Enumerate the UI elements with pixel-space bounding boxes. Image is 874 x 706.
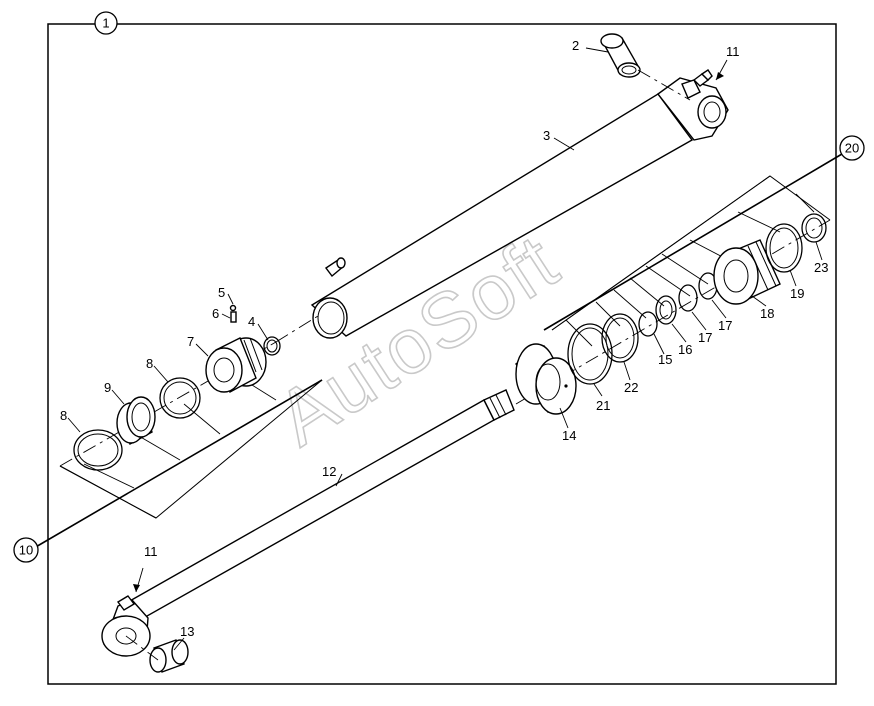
label-17a[interactable]: 17: [698, 330, 712, 345]
label-22[interactable]: 22: [624, 380, 638, 395]
label-11-bottom[interactable]: 11: [144, 544, 158, 559]
label-21[interactable]: 21: [596, 398, 610, 413]
label-16[interactable]: 16: [678, 342, 692, 357]
label-12[interactable]: 12: [322, 464, 336, 479]
seal-ring-outer[interactable]: [73, 429, 123, 471]
callout-20[interactable]: 20: [839, 135, 865, 161]
label-8-inner[interactable]: 8: [146, 356, 153, 371]
label-7[interactable]: 7: [187, 334, 194, 349]
label-9[interactable]: 9: [104, 380, 111, 395]
grease-nipple-bottom[interactable]: [116, 595, 136, 611]
seal-23[interactable]: [801, 213, 827, 243]
seal-ring-inner[interactable]: [159, 377, 201, 419]
callout-10-label: 10: [19, 543, 33, 558]
gland-nut[interactable]: [515, 343, 577, 415]
bushing-top[interactable]: [600, 33, 641, 78]
label-4[interactable]: 4: [248, 314, 255, 329]
label-15[interactable]: 15: [658, 352, 672, 367]
grease-nipple-top[interactable]: [692, 69, 713, 87]
callout-1-label: 1: [102, 16, 109, 31]
label-18[interactable]: 18: [760, 306, 774, 321]
diagram-frame: [47, 23, 837, 685]
callout-10[interactable]: 10: [13, 537, 39, 563]
label-14[interactable]: 14: [562, 428, 576, 443]
label-13[interactable]: 13: [180, 624, 194, 639]
label-8-outer[interactable]: 8: [60, 408, 67, 423]
label-11-top[interactable]: 11: [726, 44, 740, 59]
wear-ring[interactable]: [116, 396, 156, 446]
seal-15[interactable]: [638, 311, 658, 337]
seal-22[interactable]: [601, 313, 639, 363]
seal-21[interactable]: [567, 323, 613, 385]
label-23[interactable]: 23: [814, 260, 828, 275]
piston[interactable]: [205, 337, 267, 394]
gland[interactable]: [713, 239, 781, 305]
callout-1[interactable]: 1: [94, 11, 118, 35]
label-5[interactable]: 5: [218, 285, 225, 300]
label-2[interactable]: 2: [572, 38, 579, 53]
set-screw[interactable]: [229, 304, 237, 323]
label-19[interactable]: 19: [790, 286, 804, 301]
seal-17a[interactable]: [678, 284, 698, 312]
seal-19[interactable]: [765, 223, 803, 273]
seal-16[interactable]: [655, 295, 677, 325]
o-ring-small[interactable]: [263, 336, 281, 356]
label-3[interactable]: 3: [543, 128, 550, 143]
cylinder-barrel[interactable]: [310, 77, 729, 339]
callout-20-label: 20: [845, 141, 859, 156]
label-6[interactable]: 6: [212, 306, 219, 321]
label-17b[interactable]: 17: [718, 318, 732, 333]
bushing-bottom[interactable]: [149, 639, 189, 673]
